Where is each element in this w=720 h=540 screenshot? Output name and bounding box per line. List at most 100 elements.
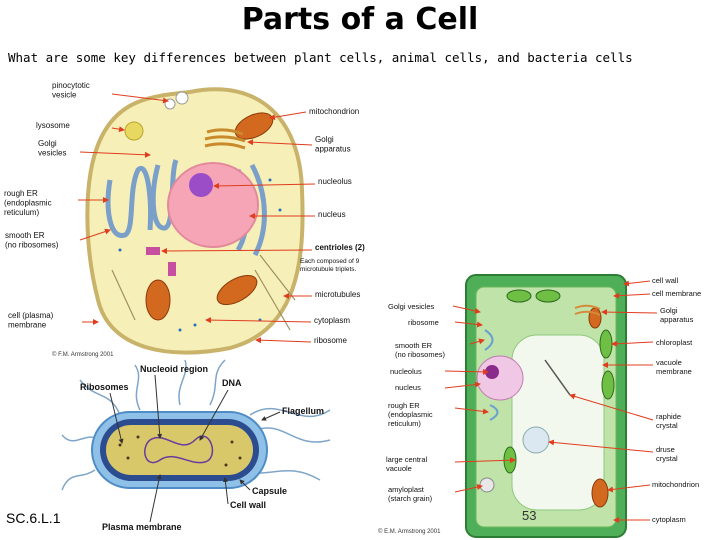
- animal-microtubules-label: microtubules: [315, 290, 360, 299]
- bacteria-flagellum-leader-line: [261, 411, 281, 421]
- animal-pinocytotic-leader-line: [111, 93, 169, 104]
- plant-amyloplast-label: amyloplast(starch grain): [388, 485, 433, 503]
- plant-golgi: [574, 304, 601, 316]
- plant-cell-wall-label: cell wall: [652, 276, 679, 285]
- animal-ribosome-leader-line: [255, 337, 312, 344]
- plant-leader-lines: [444, 280, 658, 523]
- plant-raphide-leader-line: [569, 393, 654, 421]
- animal-smooth-er-label: smooth ER(no ribosomes): [5, 231, 59, 250]
- bacteria-ribosomes: [118, 435, 242, 467]
- plant-central-vacuole: [511, 334, 605, 511]
- animal-nucleolus: [189, 173, 213, 197]
- plant-druse-crystal: [522, 426, 550, 454]
- animal-cytoplasm-leader-line: [205, 317, 312, 324]
- plant-cell-wall-leader-line: [623, 280, 651, 287]
- bacteria-plasma-membrane-leader-line: [149, 474, 162, 523]
- bacteria-dna-label: DNA: [222, 378, 242, 388]
- animal-mitochondrion-3: [145, 279, 171, 321]
- animal-mitochondrion-leader-line: [269, 111, 307, 121]
- plant-nucleus-leader-line: [444, 381, 481, 389]
- plant-cell: Golgi vesicles ribosome smooth ER(no ribos…: [378, 274, 701, 538]
- bacteria-nucleoid-label: Nucleoid region: [140, 364, 208, 374]
- bacteria-ribosomes-label: Ribosomes: [80, 382, 129, 392]
- bacteria-capsule-leader-line: [239, 479, 251, 491]
- animal-nucleus: [167, 162, 259, 248]
- animal-lysosome: [124, 121, 144, 141]
- bacteria-cell-wall-leader-line: [222, 477, 229, 505]
- plant-nucleolus: [485, 365, 499, 379]
- bacteria-plasma-membrane-label: Plasma membrane: [102, 522, 182, 532]
- animal-centrioles: [146, 247, 176, 276]
- plant-amyloplast: [479, 477, 495, 493]
- plant-amyloplast-leader-line: [454, 484, 483, 493]
- animal-mitochondrion-2: [216, 274, 258, 306]
- subtitle: What are some key differences between pl…: [8, 50, 633, 65]
- footer-standard-code: SC.6.L.1: [6, 510, 61, 526]
- bacteria-nucleoid-leader-line: [154, 374, 163, 439]
- plant-rough-er-leader-line: [454, 407, 489, 415]
- bacteria-ribosomes-leader-line: [109, 392, 124, 444]
- bacteria-cytoplasm: [106, 425, 253, 475]
- animal-nucleus-label: nucleus: [318, 210, 346, 219]
- plant-er: [484, 329, 499, 421]
- animal-golgi-vesicles-leader-line: [79, 151, 151, 158]
- plant-golgi-apparatus-leader-line: [601, 309, 658, 316]
- page-title: Parts of a Cell: [241, 2, 479, 37]
- animal-mitochondrion-label: mitochondrion: [309, 107, 359, 116]
- bacteria-dna: [144, 435, 214, 464]
- animal-lysosome-label: lysosome: [36, 121, 70, 130]
- animal-cell-membrane-label: cell (plasma)membrane: [8, 311, 54, 330]
- animal-pinocytotic-vesicle: [175, 91, 189, 105]
- animal-ribosome-label: ribosome: [314, 336, 347, 345]
- animal-golgi: [204, 128, 246, 150]
- plant-cell-membrane-label: cell membrane: [652, 289, 701, 298]
- bacteria-dna-leader-line: [199, 389, 229, 441]
- plant-smooth-er-leader-line: [469, 338, 485, 345]
- plant-druse-leader-line: [548, 439, 654, 453]
- animal-microtubules: [111, 254, 296, 331]
- plant-copyright: © E.M. Armstrong 2001: [378, 528, 441, 535]
- plant-smooth-er-label: smooth ER(no ribosomes): [395, 341, 446, 359]
- plant-labels: Golgi vesicles ribosome smooth ER(no ribos…: [386, 276, 701, 524]
- page-number: 53: [522, 508, 537, 523]
- plant-chloroplast-label: chloroplast: [656, 338, 693, 347]
- plant-golgi-vesicles-leader-line: [452, 305, 481, 314]
- plant-cytoplasm-label: cytoplasm: [652, 515, 686, 524]
- animal-leader-lines: [78, 93, 316, 344]
- plant-ribosome-label: ribosome: [408, 318, 439, 327]
- plant-nucleolus-label: nucleolus: [390, 367, 422, 376]
- plant-mitochondrion-label: mitochondrion: [652, 480, 699, 489]
- animal-golgi-apparatus-leader-line: [247, 139, 313, 146]
- animal-nucleolus-label: nucleolus: [318, 177, 352, 186]
- plant-cell-membrane-leader-line: [613, 292, 651, 299]
- bacteria-capsule-label: Capsule: [252, 486, 287, 496]
- animal-lysosome-leader-line: [111, 126, 125, 133]
- plant-nucleolus-leader-line: [444, 368, 489, 375]
- animal-copyright: © F.M. Armstrong 2001: [52, 351, 114, 358]
- bacteria-flagellum-label: Flagellum: [282, 406, 324, 416]
- animal-ribosomes: [118, 178, 282, 332]
- plant-golgi-vesicles-label: Golgi vesicles: [388, 302, 435, 311]
- plant-vacuole-leader-line: [454, 457, 516, 464]
- plant-ribosome-leader-line: [454, 321, 483, 328]
- animal-centrioles-leader-line: [161, 247, 313, 254]
- plant-chloroplast-leader-line: [611, 340, 654, 347]
- plant-mitochondrion-leader-line: [607, 484, 651, 493]
- animal-centrioles-label: centrioles (2): [315, 243, 365, 252]
- plant-nucleus: [476, 355, 524, 401]
